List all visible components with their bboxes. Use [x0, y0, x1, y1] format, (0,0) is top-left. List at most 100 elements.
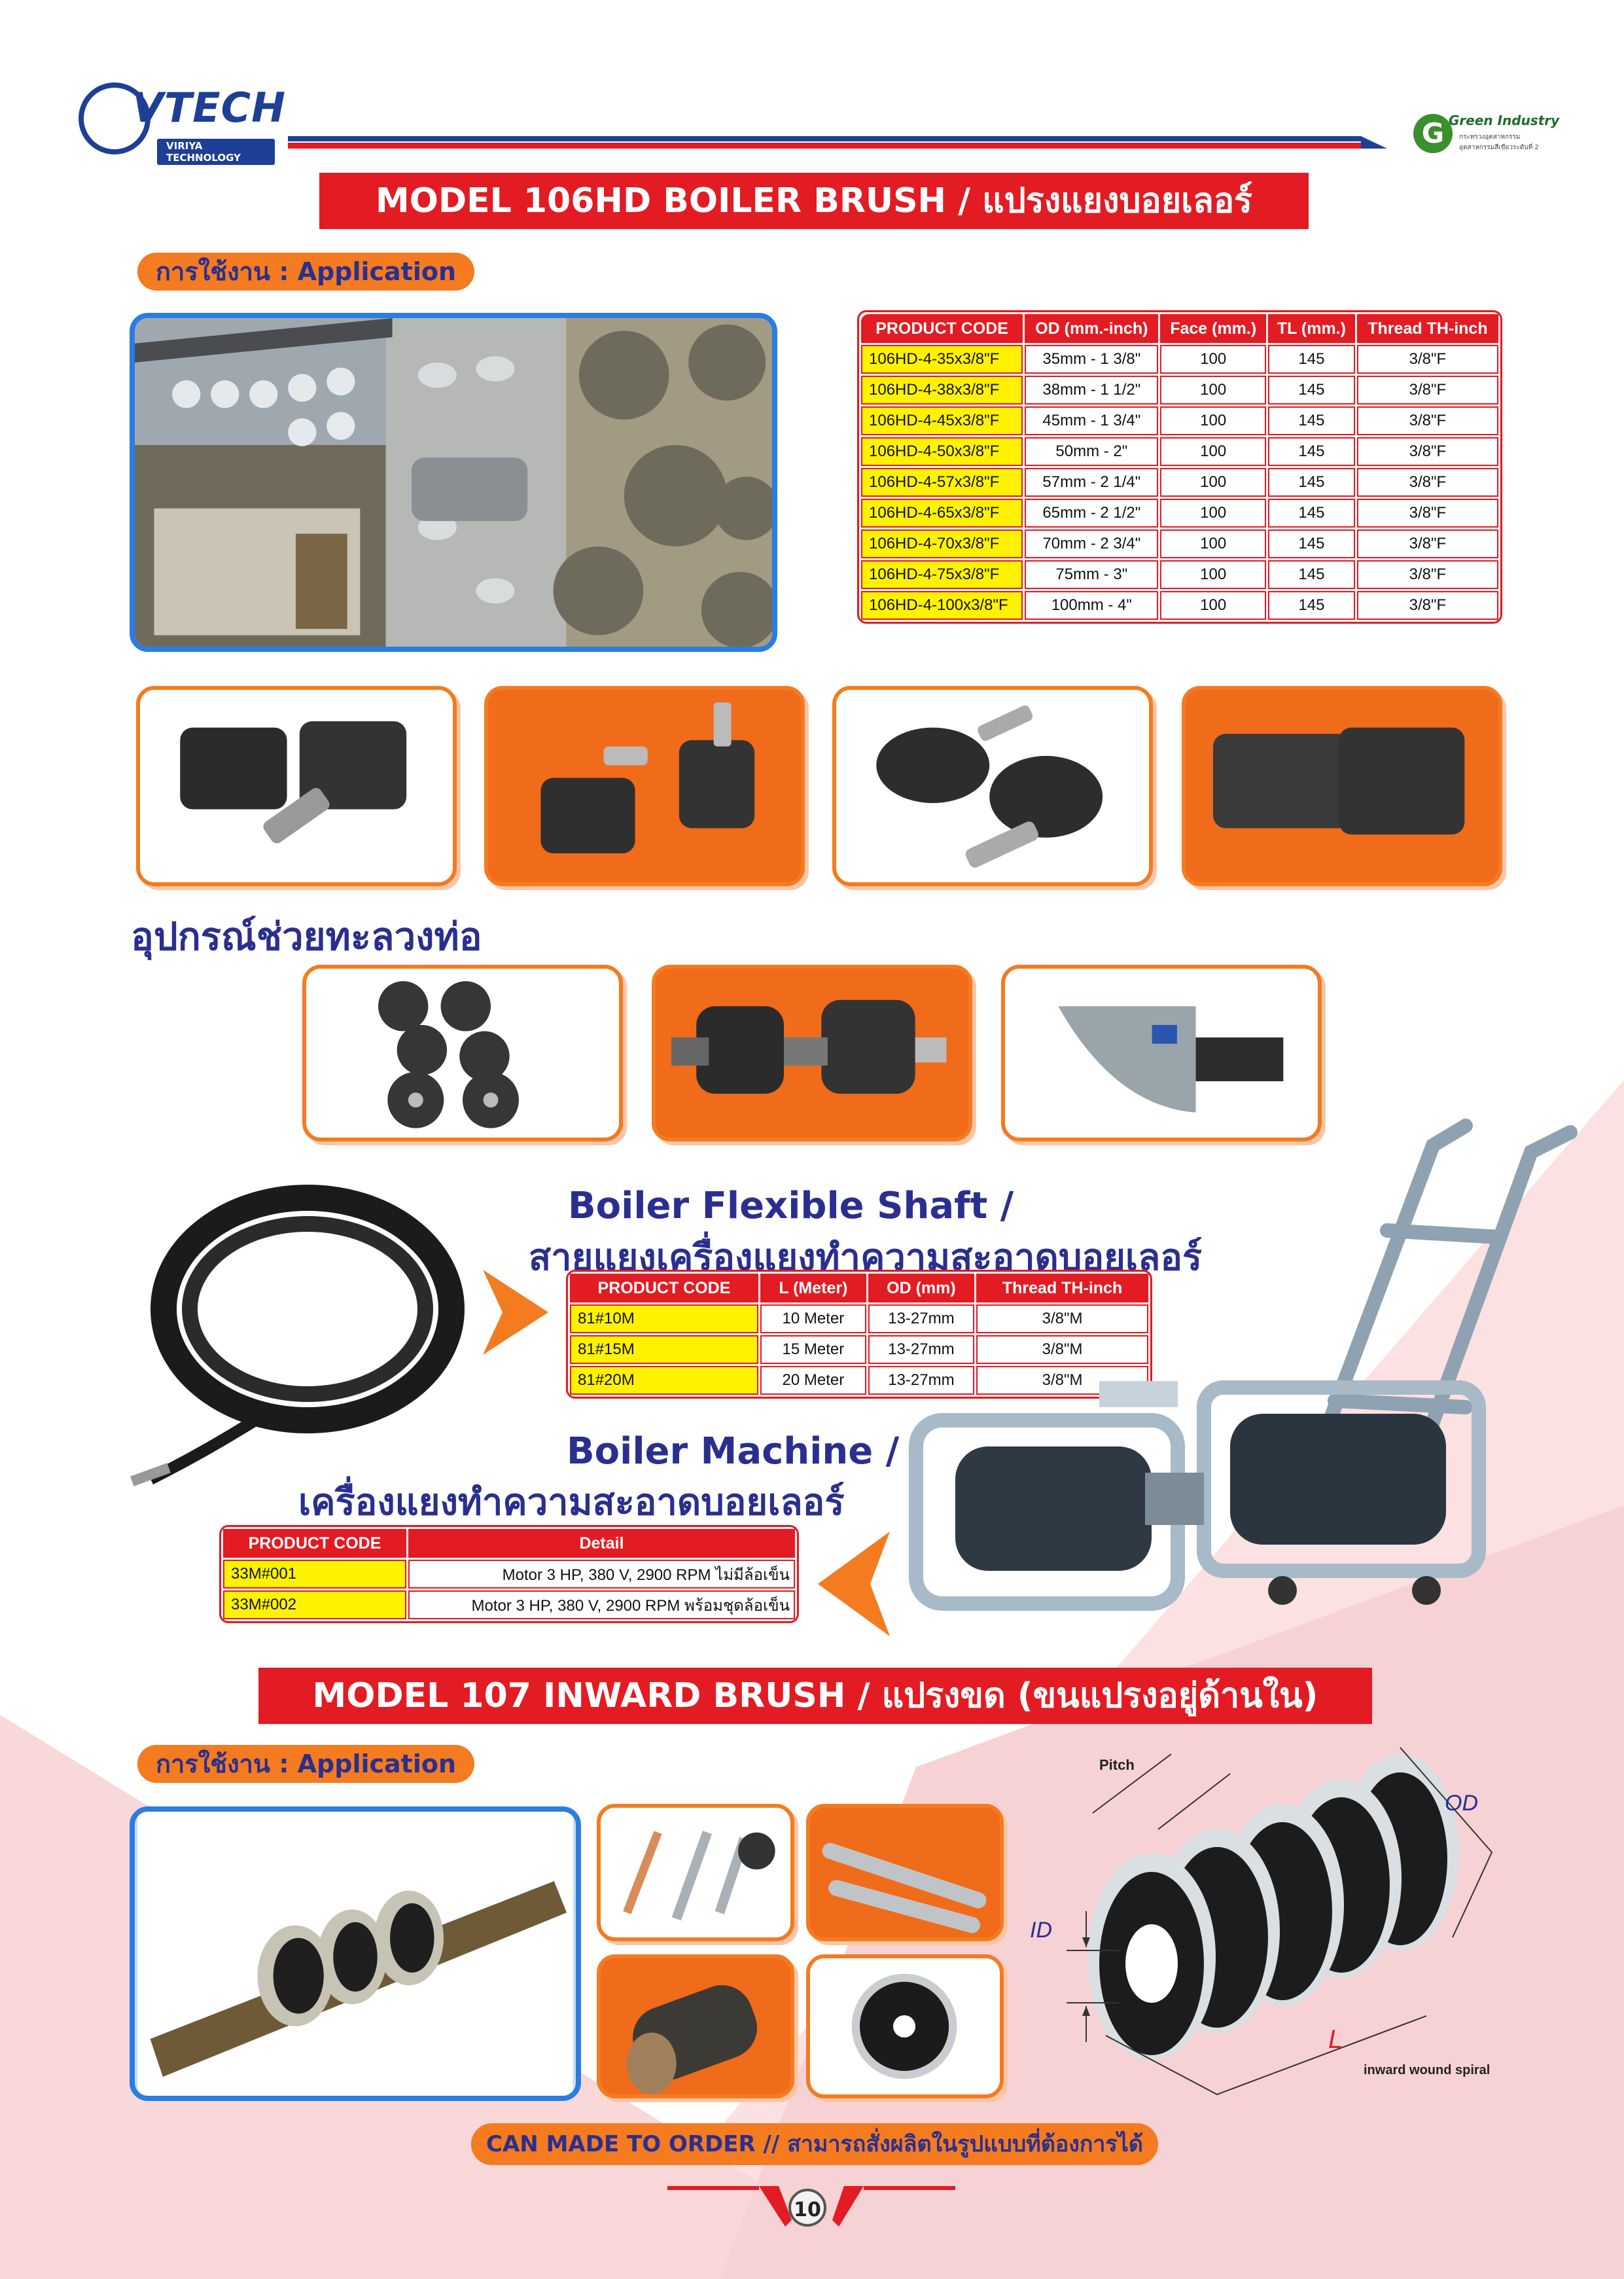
application-label-th: การใช้งาน :: [156, 257, 289, 286]
product-code-cell: 106HD-4-65x3/8"F: [861, 499, 1023, 528]
flexible-shaft-image: [130, 1185, 465, 1486]
table-cell: 100: [1160, 345, 1266, 374]
col-header: Face (mm.): [1160, 314, 1266, 343]
table-cell: 100: [1160, 406, 1266, 435]
product-code-cell: 33M#002: [223, 1590, 406, 1619]
section-title-107: MODEL 107 INWARD BRUSH / แปรงขด (ขนแปรงอ…: [258, 1668, 1372, 1724]
brush-photo-2: [484, 686, 805, 886]
table-cell: Motor 3 HP, 380 V, 2900 RPM ไม่มีล้อเข็น: [408, 1560, 795, 1588]
table-cell: 3/8"F: [1356, 499, 1498, 528]
product-code-cell: 106HD-4-35x3/8"F: [861, 345, 1023, 374]
table-cell: 145: [1267, 560, 1355, 589]
boiler-tube-image: [135, 318, 772, 647]
id-label: ID: [1030, 1918, 1052, 1943]
application-pill: การใช้งาน : Application: [137, 253, 475, 291]
wire-brush-image: [142, 690, 451, 882]
col-header: PRODUCT CODE: [570, 1274, 759, 1302]
logo-subtitle: VIRIYA TECHNOLOGY: [157, 139, 275, 165]
arrow-right-icon: [483, 1270, 548, 1355]
logo-circle-icon: [79, 82, 150, 154]
chain-inward-brush-image: [137, 1812, 573, 2096]
table-cell: 145: [1267, 468, 1355, 497]
table-header-row: PRODUCT CODE Detail: [223, 1529, 795, 1558]
green-industry-logo: G Green Industry กระทรวงอุตสาหกรรม อุตสา…: [1413, 111, 1559, 164]
table-cell: 70mm - 2 3/4": [1025, 529, 1159, 558]
table-cell: 3/8"F: [1356, 437, 1498, 466]
application-photo: [130, 313, 777, 652]
table-cell: 50mm - 2": [1025, 437, 1159, 466]
partner-title: Green Industry: [1449, 113, 1560, 128]
coil-brush-image: [627, 1985, 757, 2094]
product-code-cell: 106HD-4-100x3/8"F: [861, 591, 1023, 620]
table-cell: 100: [1160, 437, 1266, 466]
table-cell: 3/8"F: [1356, 591, 1498, 620]
product-code-cell: 81#15M: [570, 1335, 759, 1364]
application-pill-2: การใช้งาน : Application: [137, 1745, 475, 1783]
vtech-logo: VTECH VIRIYA TECHNOLOGY: [79, 79, 285, 165]
table-cell: 100: [1160, 499, 1266, 528]
table-cell: 75mm - 3": [1025, 560, 1159, 589]
ring-brush-photo: [806, 1954, 1004, 2098]
od-label: OD: [1445, 1791, 1478, 1816]
table-cell: 145: [1267, 529, 1355, 558]
product-code-cell: 106HD-4-57x3/8"F: [861, 468, 1023, 497]
table-cell: 100: [1160, 591, 1266, 620]
product-table-106hd: PRODUCT CODE OD (mm.-inch) Face (mm.) TL…: [857, 310, 1502, 624]
product-code-cell: 106HD-4-75x3/8"F: [861, 560, 1023, 589]
table-header-row: PRODUCT CODE OD (mm.-inch) Face (mm.) TL…: [861, 314, 1498, 343]
pitch-label: Pitch: [1099, 1757, 1135, 1773]
wire-brush-image: [540, 702, 755, 853]
col-header: Detail: [408, 1529, 795, 1558]
table-cell: 145: [1267, 406, 1355, 435]
table-cell: 20 Meter: [760, 1366, 866, 1395]
partner-subtitle: กระทรวงอุตสาหกรรม: [1459, 134, 1521, 141]
header-stripe: [288, 136, 1387, 149]
boiler-machine-image: [909, 1119, 1578, 1611]
product-code-cell: 81#20M: [570, 1366, 759, 1395]
made-to-order-banner: CAN MADE TO ORDER // สามารถสั่งผลิตในรูป…: [471, 2123, 1158, 2165]
application-label-th: การใช้งาน :: [156, 1750, 289, 1778]
spring-brush-photo-2: [806, 1804, 1004, 1941]
diagram-caption: inward wound spiral: [1364, 2063, 1491, 2077]
table-cell: 145: [1267, 591, 1355, 620]
spring-brushes-image: [602, 1808, 789, 1937]
green-g-icon: G: [1413, 114, 1453, 153]
drum-cutter-image: [671, 999, 947, 1094]
page-number: 10: [788, 2189, 826, 2227]
col-header: Thread TH-inch: [1356, 314, 1498, 343]
table-cell: 45mm - 1 3/4": [1025, 406, 1159, 435]
col-header: PRODUCT CODE: [223, 1529, 406, 1558]
application-label-en: Application: [289, 1750, 457, 1778]
table-cell: 100: [1160, 376, 1266, 404]
boiler-machine-heading-en: Boiler Machine /: [567, 1430, 900, 1473]
table-cell: 3/8"F: [1356, 345, 1498, 374]
brush-photo-1: [136, 686, 457, 886]
table-cell: 3/8"F: [1356, 529, 1498, 558]
coil-brush-photo: [597, 1954, 794, 2098]
ring-brush-image: [811, 1958, 998, 2094]
table-cell: 3/8"F: [1356, 468, 1498, 497]
spiral-brush-image: [822, 1842, 987, 1933]
table-cell: 145: [1267, 345, 1355, 374]
table-cell: 100: [1160, 529, 1266, 558]
product-code-cell: 81#10M: [570, 1304, 759, 1333]
table-cell: 145: [1267, 376, 1355, 404]
col-header: OD (mm.-inch): [1025, 314, 1159, 343]
partner-subtitle-2: อุตสาหกรรมสีเขียวระดับที่ 2: [1459, 144, 1539, 151]
col-header: PRODUCT CODE: [861, 314, 1023, 343]
table-cell: 100: [1160, 560, 1266, 589]
product-code-cell: 33M#001: [223, 1560, 406, 1588]
col-header: L (Meter): [760, 1274, 866, 1302]
product-code-cell: 106HD-4-70x3/8"F: [861, 529, 1023, 558]
table-cell: 100: [1160, 468, 1266, 497]
table-cell: 57mm - 2 1/4": [1025, 468, 1159, 497]
equipment-photo-1: [302, 965, 623, 1141]
